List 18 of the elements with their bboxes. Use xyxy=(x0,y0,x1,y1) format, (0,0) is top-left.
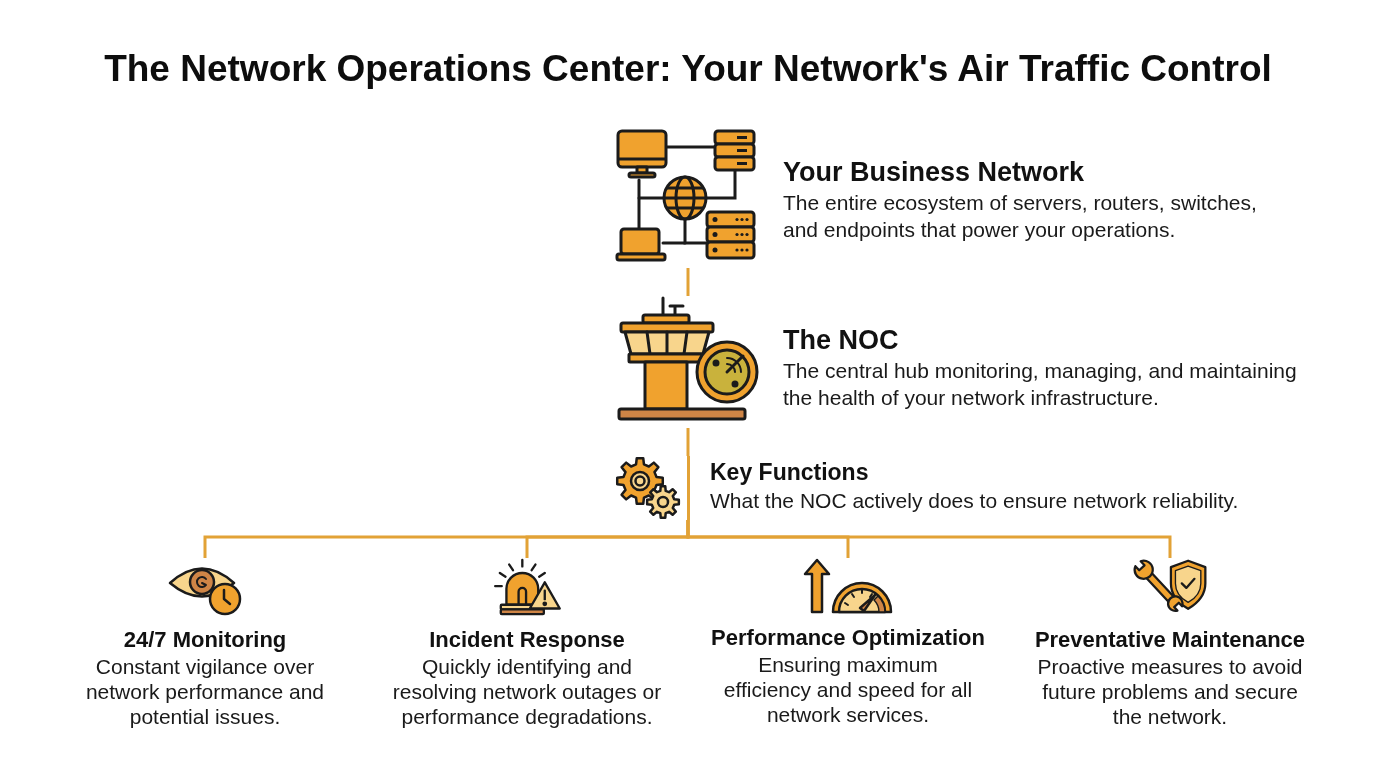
description-text: Constant vigilance over network performance and potential issues. xyxy=(84,654,326,729)
section-heading: Your Business Network xyxy=(783,156,1086,189)
section-heading: Performance Optimization xyxy=(711,624,985,652)
section-heading: Incident Response xyxy=(429,626,625,654)
description-text: The central hub monitoring, managing, and maintaining the health of your network infrastructure. xyxy=(783,358,1298,411)
title: The Network Operations Center: Your Network's Air Traffic Control xyxy=(103,47,1273,91)
section-heading: Key Functions xyxy=(710,458,870,487)
description-text: Ensuring maximum efficiency and speed for all network services. xyxy=(722,652,974,727)
section-heading: Preventative Maintenance xyxy=(1034,626,1306,654)
description-text: Quickly identifying and resolving network outages or performance degradations. xyxy=(391,654,663,729)
section-heading: The NOC xyxy=(783,324,900,357)
connector-line xyxy=(686,428,690,456)
description-text: What the NOC actively does to ensure network reliability. xyxy=(710,488,1240,514)
description-text: The entire ecosystem of servers, routers, switches, and endpoints that power your operations. xyxy=(783,190,1258,243)
connector-line xyxy=(686,520,1172,558)
connector-line xyxy=(686,268,690,296)
description-text: Proactive measures to avoid future problems and secure the network. xyxy=(1036,654,1304,729)
section-heading: 24/7 Monitoring xyxy=(123,626,287,654)
